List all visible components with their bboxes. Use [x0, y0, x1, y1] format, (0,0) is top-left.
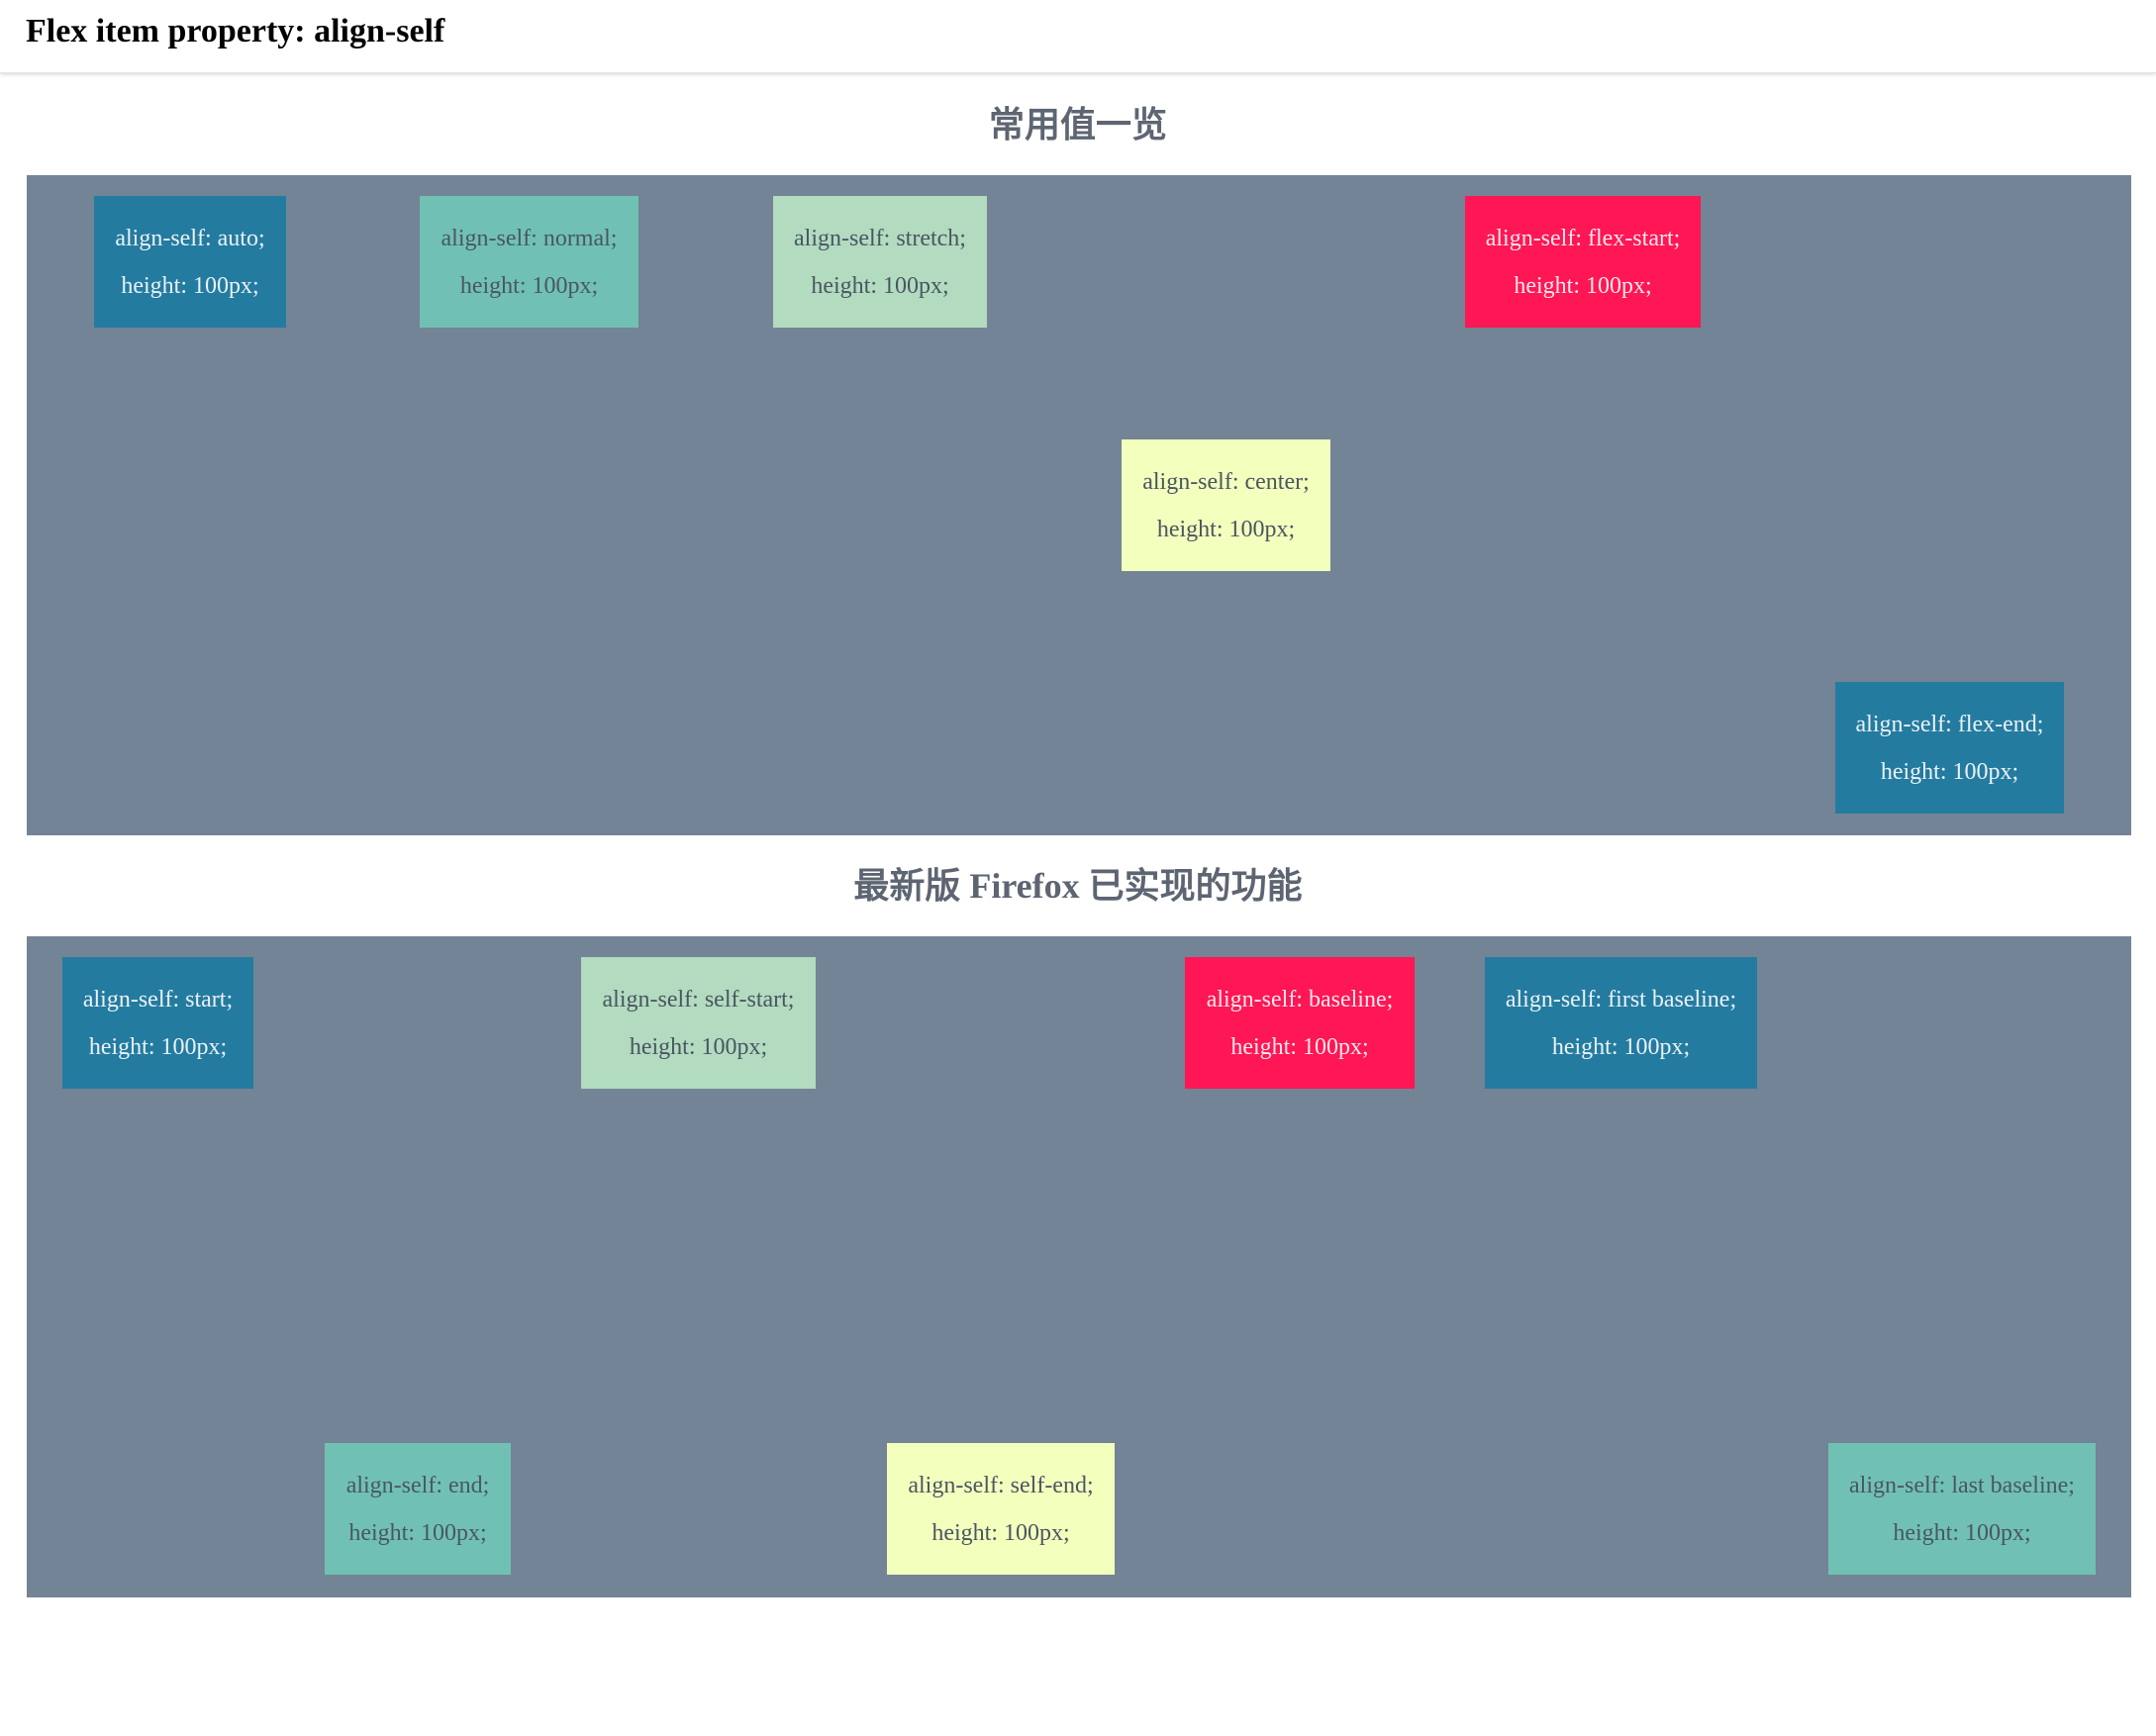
flex-item-align-self-self-start: align-self: self-start; height: 100px; [581, 957, 816, 1089]
flex-item-align-self-baseline: align-self: baseline; height: 100px; [1185, 957, 1415, 1089]
item-height-label: height: 100px; [1514, 272, 1652, 299]
item-height-label: height: 100px; [1156, 516, 1296, 542]
item-height-label: height: 100px; [1880, 758, 2019, 785]
flex-item-align-self-flex-end: align-self: flex-end; height: 100px; [1835, 682, 2064, 814]
flex-item-align-self-last-baseline: align-self: last baseline; height: 100px… [1828, 1443, 2096, 1575]
item-property-label: align-self: first baseline; [1505, 986, 1737, 1013]
item-height-label: height: 100px; [459, 272, 599, 299]
flex-item-align-self-center: align-self: center; height: 100px; [1122, 439, 1330, 571]
item-height-label: height: 100px; [88, 1033, 228, 1060]
page-header: Flex item property: align-self [0, 0, 2156, 73]
flex-container-common-values: align-self: auto; height: 100px; align-s… [27, 175, 2131, 835]
item-property-label: align-self: self-end; [908, 1472, 1094, 1498]
flex-item-align-self-normal: align-self: normal; height: 100px; [420, 196, 638, 328]
item-property-label: align-self: stretch; [794, 225, 966, 251]
item-property-label: align-self: self-start; [602, 986, 795, 1013]
item-property-label: align-self: start; [82, 986, 234, 1013]
item-property-label: align-self: last baseline; [1849, 1472, 2075, 1498]
item-height-label: height: 100px; [1551, 1033, 1691, 1060]
flex-item-align-self-stretch: align-self: stretch; height: 100px; [773, 196, 987, 328]
item-height-label: height: 100px; [931, 1519, 1070, 1546]
flex-item-align-self-auto: align-self: auto; height: 100px; [94, 196, 286, 328]
item-height-label: height: 100px; [629, 1033, 768, 1060]
item-property-label: align-self: end; [345, 1472, 490, 1498]
item-property-label: align-self: center; [1142, 468, 1310, 495]
item-property-label: align-self: auto; [115, 225, 265, 251]
page-title: Flex item property: align-self [26, 13, 445, 49]
flex-container-firefox-features: align-self: start; height: 100px; align-… [27, 936, 2131, 1597]
item-height-label: height: 100px; [811, 272, 949, 299]
item-property-label: align-self: flex-start; [1485, 225, 1681, 251]
item-property-label: align-self: baseline; [1206, 986, 1394, 1013]
flex-item-align-self-flex-start: align-self: flex-start; height: 100px; [1465, 196, 1701, 328]
item-height-label: height: 100px; [348, 1519, 487, 1546]
flex-item-align-self-self-end: align-self: self-end; height: 100px; [887, 1443, 1115, 1575]
section-title-firefox-features: 最新版 Firefox 已实现的功能 [853, 866, 1303, 906]
item-property-label: align-self: flex-end; [1855, 711, 2044, 737]
item-property-label: align-self: normal; [441, 225, 618, 251]
section-title-common-values: 常用值一览 [988, 105, 1167, 145]
item-height-label: height: 100px; [121, 272, 259, 299]
flex-item-align-self-first-baseline: align-self: first baseline; height: 100p… [1485, 957, 1757, 1089]
item-height-label: height: 100px; [1893, 1519, 2031, 1546]
item-height-label: height: 100px; [1230, 1033, 1369, 1060]
flex-item-align-self-start: align-self: start; height: 100px; [62, 957, 253, 1089]
flex-item-align-self-end: align-self: end; height: 100px; [325, 1443, 511, 1575]
